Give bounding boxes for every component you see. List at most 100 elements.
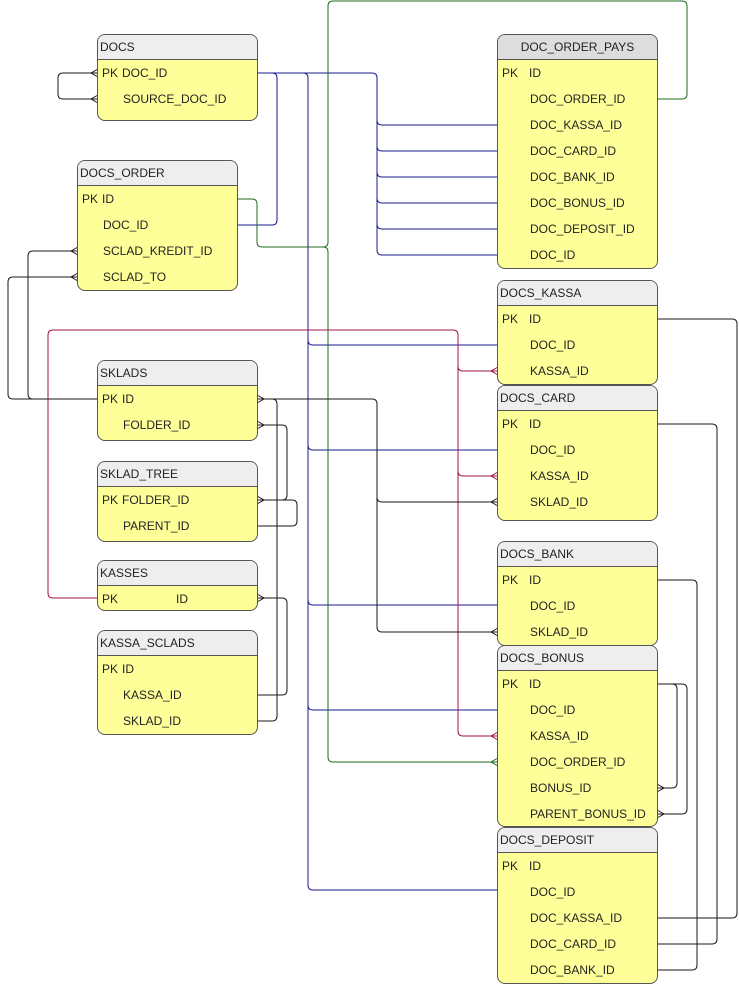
entity-row: DOC_ID — [498, 697, 657, 723]
crowfoot-sklads-id — [256, 394, 266, 404]
entity-row: DOC_ID — [498, 332, 657, 358]
row-name: SKLAD_ID — [530, 495, 589, 509]
entity-row: PK ID — [98, 586, 257, 610]
rel-sklads-to-card-bank — [257, 398, 498, 633]
row-name: ID — [529, 312, 541, 326]
rel-docs-to-order-pays-card — [376, 145, 498, 152]
rel-docs-to-order-pays-kassa — [376, 119, 498, 126]
entity-row: DOC_CARD_ID — [498, 931, 657, 957]
rel-sklad-tree-self — [257, 499, 298, 527]
entity-docs-bonus[interactable]: DOCS_BONUS PK ID DOC_ID KASSA_ID DOC_ORD… — [497, 645, 658, 827]
rel-docs-to-kassa — [307, 339, 498, 346]
entity-row: BONUS_ID — [498, 775, 657, 801]
entity-title: DOC_ORDER_PAYS — [498, 35, 657, 60]
row-name: ID — [529, 417, 541, 431]
entity-row: PK ID — [498, 60, 657, 86]
row-name: DOC_BONUS_ID — [530, 196, 625, 210]
row-key: PK — [502, 573, 519, 587]
entity-row: PK ID — [98, 656, 257, 682]
entity-row: PK DOC_ID — [98, 60, 257, 86]
rel-kasses-to-kassa-sclads — [257, 597, 288, 696]
rel-docs-to-order-pays-deposit — [376, 223, 498, 230]
row-name: DOC_ID — [530, 599, 576, 613]
row-name: DOC_ID — [103, 218, 149, 232]
entity-title: DOCS_BONUS — [498, 646, 657, 671]
entity-row: KASSA_ID — [498, 463, 657, 489]
row-name: ID — [529, 859, 541, 873]
row-name: ID — [529, 677, 541, 691]
row-name: ID — [122, 392, 134, 406]
entity-row: DOC_ID — [498, 879, 657, 905]
row-name: DOC_ID — [530, 248, 576, 262]
row-key: PK — [502, 66, 519, 80]
entity-row: DOC_ID — [78, 212, 237, 238]
row-key: PK — [502, 677, 519, 691]
rel-docs-self — [57, 72, 98, 100]
entity-docs-order[interactable]: DOCS_ORDER PK ID DOC_ID SCLAD_KREDIT_ID … — [77, 160, 238, 291]
row-name: SKLAD_ID — [123, 714, 182, 728]
row-key: PK — [82, 192, 99, 206]
row-name: SOURCE_DOC_ID — [123, 92, 227, 106]
rel-docs-docid-trunk — [257, 72, 498, 256]
entity-title: KASSA_SCLADS — [98, 631, 257, 656]
entity-title: SKLAD_TREE — [98, 462, 257, 487]
crowfoot-sklads-folder — [256, 420, 266, 430]
crowfoot-kasses-id — [256, 593, 266, 603]
entity-docs-kassa[interactable]: DOCS_KASSA PK ID DOC_ID KASSA_ID — [497, 280, 658, 385]
row-key: PK — [102, 66, 119, 80]
entity-row: PK ID — [78, 186, 237, 212]
rel-docs-to-order-pays-bank — [376, 171, 498, 178]
row-name: DOC_ID — [530, 703, 576, 717]
entity-sklads[interactable]: SKLADS PK ID FOLDER_ID — [97, 360, 258, 441]
row-key: PK — [102, 493, 119, 507]
row-name: ID — [529, 573, 541, 587]
rel-sklad-tree-to-sklads — [257, 424, 288, 501]
entity-kassa-sclads[interactable]: KASSA_SCLADS PK ID KASSA_ID SKLAD_ID — [97, 630, 258, 735]
entity-row: DOC_CARD_ID — [498, 138, 657, 164]
entity-docs-bank[interactable]: DOCS_BANK PK ID DOC_ID SKLAD_ID — [497, 541, 658, 646]
row-name: KASSA_ID — [530, 364, 589, 378]
crowfoot-bonus-parent-id — [656, 809, 666, 819]
row-name: ID — [122, 662, 134, 676]
rel-bank-to-deposit — [657, 579, 698, 971]
entity-docs[interactable]: DOCS PK DOC_ID SOURCE_DOC_ID — [97, 34, 258, 121]
entity-docs-deposit[interactable]: DOCS_DEPOSIT PK ID DOC_ID DOC_KASSA_ID D… — [497, 827, 658, 984]
rel-docs-to-bonus — [307, 704, 498, 711]
entity-row: KASSA_ID — [498, 723, 657, 749]
row-name: FOLDER_ID — [122, 493, 190, 507]
rel-docs-to-order-pays-bonus — [376, 197, 498, 204]
row-name: DOC_ORDER_ID — [530, 755, 626, 769]
row-name: KASSA_ID — [530, 729, 589, 743]
entity-kasses[interactable]: KASSES PK ID — [97, 560, 258, 611]
rel-sklads-to-order-to — [7, 276, 78, 400]
row-key: PK — [502, 312, 519, 326]
row-name: DOC_ID — [530, 338, 576, 352]
rel-docs-vertical-trunk — [302, 72, 498, 891]
entity-title: DOCS_ORDER — [78, 161, 237, 186]
row-name: DOC_CARD_ID — [530, 937, 617, 951]
entity-row: DOC_KASSA_ID — [498, 112, 657, 138]
entity-title: DOCS — [98, 35, 257, 60]
entity-doc-order-pays[interactable]: DOC_ORDER_PAYS PK ID DOC_ORDER_ID DOC_KA… — [497, 34, 658, 269]
row-key: PK — [502, 417, 519, 431]
entity-docs-card[interactable]: DOCS_CARD PK ID DOC_ID KASSA_ID SKLAD_ID — [497, 385, 658, 521]
entity-title: DOCS_DEPOSIT — [498, 828, 657, 853]
entity-row: KASSA_ID — [98, 682, 257, 708]
row-name: ID — [102, 192, 114, 206]
entity-title: DOCS_KASSA — [498, 281, 657, 306]
entity-row: FOLDER_ID — [98, 412, 257, 438]
entity-sklad-tree[interactable]: SKLAD_TREE PK FOLDER_ID PARENT_ID — [97, 461, 258, 542]
row-name: DOC_ORDER_ID — [530, 92, 626, 106]
entity-row: DOC_ID — [498, 593, 657, 619]
entity-row: DOC_BONUS_ID — [498, 190, 657, 216]
row-name: PARENT_BONUS_ID — [530, 807, 646, 821]
entity-row: DOC_ORDER_ID — [498, 86, 657, 112]
row-key: PK — [102, 392, 119, 406]
rel-docs-to-bank — [307, 599, 498, 606]
row-name: KASSA_ID — [123, 688, 182, 702]
rel-sklads-to-kassa-sclads — [257, 398, 278, 722]
rel-kassa-to-deposit — [657, 318, 738, 919]
row-name: DOC_BANK_ID — [530, 963, 615, 977]
entity-row: DOC_DEPOSIT_ID — [498, 216, 657, 242]
entity-row: DOC_ID — [498, 437, 657, 463]
